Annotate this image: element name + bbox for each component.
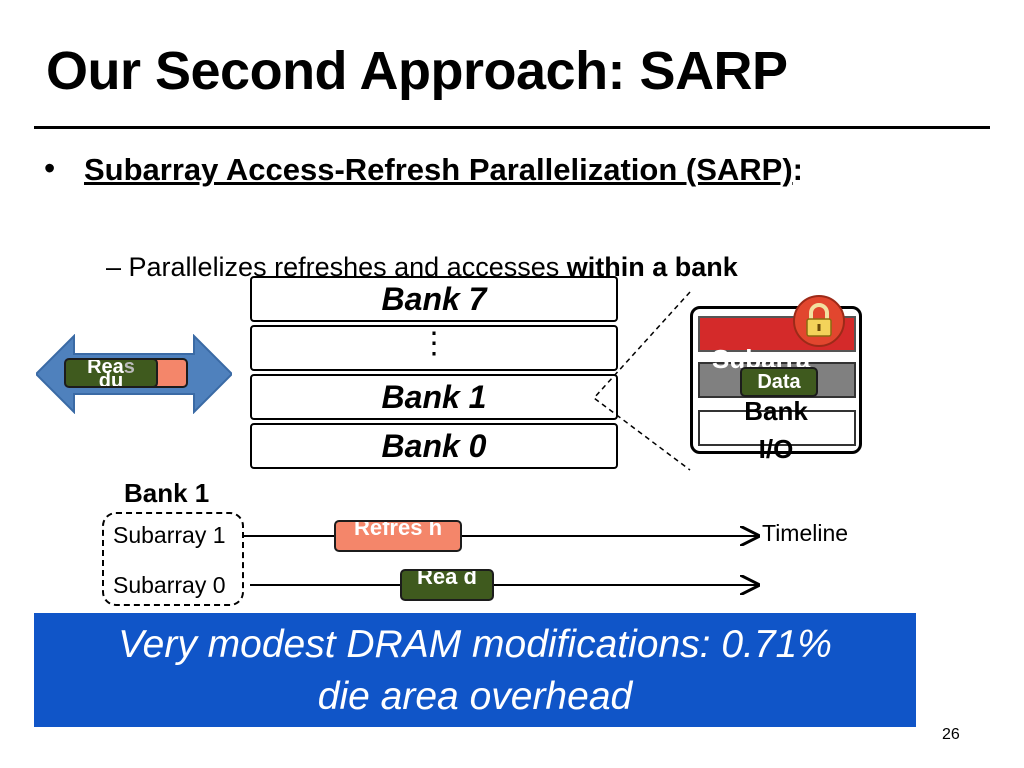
zoom-lines xyxy=(592,291,691,471)
bank-io-label: Bank I/O xyxy=(744,396,808,464)
slide-title: Our Second Approach: SARP xyxy=(46,41,788,101)
bank-io-box xyxy=(698,410,856,446)
bank-7: Bank 7 xyxy=(250,276,618,322)
callout-line-2: die area overhead xyxy=(317,675,633,718)
subarray-0-label: Subarray 0 xyxy=(113,572,226,598)
subarray-1-label: Subarray 1 xyxy=(113,522,226,548)
data-chip: Data xyxy=(740,367,818,397)
timeline-read-chip: Rea d xyxy=(400,569,494,601)
read-chip-suffix: s xyxy=(123,358,135,378)
bank-0: Bank 0 xyxy=(250,423,618,469)
slide-number: 26 xyxy=(942,726,960,743)
bank-ellipsis: ⋮ xyxy=(250,325,618,371)
read-chip-line2: du xyxy=(98,370,124,388)
timeline-arrows xyxy=(242,520,770,600)
bullet-marker: • xyxy=(44,150,56,186)
lock-icon xyxy=(793,295,845,347)
timeline-refresh-chip: Refres h xyxy=(334,520,462,552)
sarp-definition: Subarray Access-Refresh Parallelization … xyxy=(84,152,793,187)
callout-line-1: Very modest DRAM modifications: 0.71% xyxy=(118,623,832,666)
main-bullet: Subarray Access-Refresh Parallelization … xyxy=(84,148,884,192)
bank-1: Bank 1 xyxy=(250,374,618,420)
read-chip-label: Rea xyxy=(87,358,124,378)
subarray-group xyxy=(102,512,244,606)
overhead-callout: Very modest DRAM modifications: 0.71% di… xyxy=(34,613,916,727)
title-divider xyxy=(34,126,990,129)
timeline-label: Timeline xyxy=(762,520,849,546)
timeline-bank-label: Bank 1 xyxy=(124,478,210,508)
bullet-colon: : xyxy=(792,152,803,187)
